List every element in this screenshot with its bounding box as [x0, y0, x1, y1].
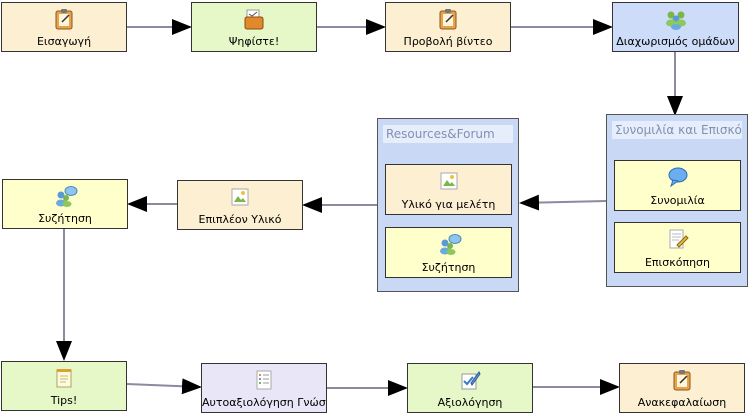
node-syzitisi-forum[interactable]: Συζήτηση	[385, 227, 512, 278]
node-label: Συνομιλία	[650, 194, 705, 207]
image-icon	[440, 172, 457, 190]
node-label: Προβολή βίντεο	[403, 35, 493, 48]
node-eisagogi[interactable]: Εισαγωγή	[1, 2, 127, 52]
node-label: Επιπλέον Υλικό	[198, 213, 282, 226]
notepad-icon	[55, 9, 73, 30]
node-label: Επισκόπηση	[644, 256, 711, 269]
node-label: Ψηφίστε!	[228, 35, 280, 48]
node-provoli[interactable]: Προβολή βίντεο	[385, 2, 511, 52]
node-epipleon[interactable]: Επιπλέον Υλικό	[177, 180, 303, 230]
node-label: Ανακεφαλαίωση	[637, 396, 727, 409]
note-pad-icon	[56, 369, 72, 388]
node-label: Συζήτηση	[38, 212, 92, 225]
chat-bubble-icon	[668, 167, 687, 188]
discussion-icon	[56, 186, 78, 207]
node-label: Διαχωρισμός ομάδων	[616, 35, 735, 48]
node-yliko[interactable]: Υλικό για μελέτη	[385, 164, 512, 215]
node-label: Υλικό για μελέτη	[401, 198, 496, 211]
check-pen-icon	[461, 371, 481, 390]
ballot-icon	[244, 9, 264, 30]
node-label: Tips!	[50, 394, 78, 407]
group-icon	[665, 11, 686, 30]
node-label: Εισαγωγή	[36, 35, 92, 48]
group-resources-forum[interactable]: Resources&Forum Υλικό για μελέτη Συζήτησ…	[377, 118, 519, 292]
document-pen-icon	[669, 229, 689, 249]
group-synomilia-episkopisi[interactable]: Συνομιλία και Επισκό Συνομιλία Επισκόπησ…	[606, 114, 748, 287]
edge-group-resources	[519, 194, 607, 211]
node-syzitisi[interactable]: Συζήτηση	[2, 179, 128, 229]
node-autoaxiologisi[interactable]: Αυτοαξιολόγηση Γνώσε	[201, 363, 327, 413]
image-icon	[231, 188, 249, 206]
node-label: Αξιολόγηση	[437, 396, 503, 409]
checklist-icon	[256, 370, 272, 390]
node-diaxorismos[interactable]: Διαχωρισμός ομάδων	[612, 2, 739, 52]
node-synomilia[interactable]: Συνομιλία	[614, 160, 741, 211]
discussion-icon	[439, 234, 461, 255]
node-axiologisi[interactable]: Αξιολόγηση	[407, 363, 533, 413]
group-title: Συνομιλία και Επισκό	[612, 121, 742, 139]
node-label: Συζήτηση	[421, 261, 476, 274]
node-label: Αυτοαξιολόγηση Γνώσε	[202, 396, 326, 409]
node-psifiste[interactable]: Ψηφίστε!	[191, 2, 317, 52]
group-title: Resources&Forum	[383, 125, 513, 143]
node-episkopisi[interactable]: Επισκόπηση	[614, 222, 741, 273]
edge-tips-autoaxiologisi	[126, 378, 202, 395]
node-tips[interactable]: Tips!	[1, 361, 127, 411]
node-anakefalaiosi[interactable]: Ανακεφαλαίωση	[619, 363, 745, 413]
notepad-icon	[439, 9, 457, 30]
notepad-icon	[673, 370, 691, 391]
